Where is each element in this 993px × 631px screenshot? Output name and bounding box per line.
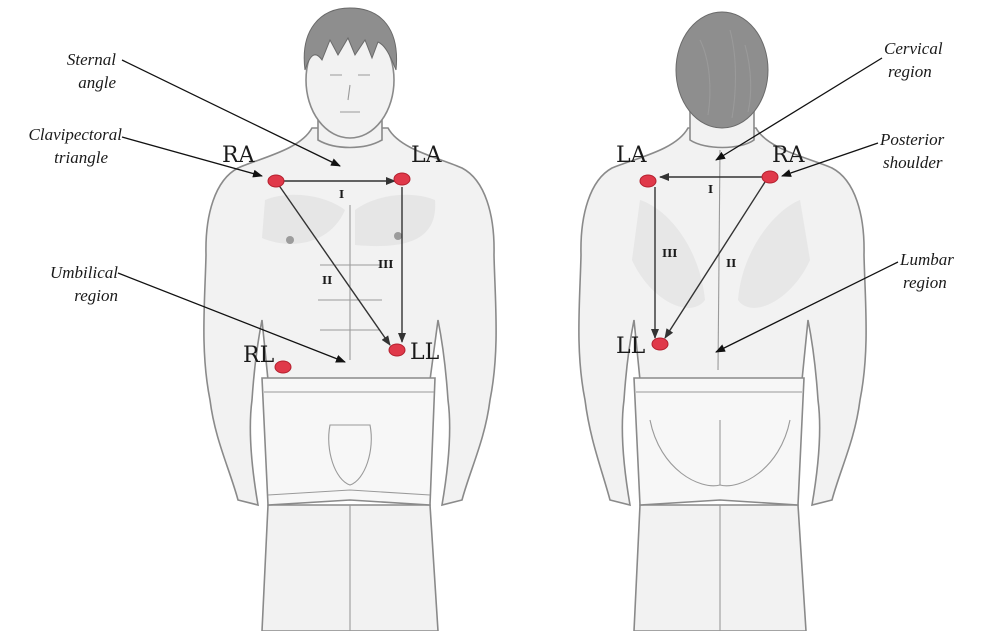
- posterior-shoulder-label-line2: shoulder: [883, 153, 943, 172]
- clavipectoral-label-line2: triangle: [54, 148, 108, 167]
- back-shorts: [634, 378, 804, 505]
- back-head: [676, 12, 768, 128]
- back-electrode-la: [640, 175, 656, 187]
- back-lead-1-label: I: [708, 183, 713, 196]
- front-lead-2-label: II: [322, 274, 332, 287]
- front-label-rl: RL: [243, 343, 275, 368]
- clavipectoral-label-line1: Clavipectoral: [29, 125, 123, 144]
- lumbar-label-line2: region: [903, 273, 947, 292]
- back-figure: [579, 12, 866, 631]
- back-electrode-ll: [652, 338, 668, 350]
- posterior-shoulder-label-line1: Posterior: [879, 130, 945, 149]
- front-label-ra: RA: [222, 143, 256, 168]
- front-electrode-ra: [268, 175, 284, 187]
- cervical-label-line2: region: [888, 62, 932, 81]
- back-label-la: LA: [616, 143, 648, 168]
- front-electrode-la: [394, 173, 410, 185]
- sternal-angle-label-line2: angle: [78, 73, 116, 92]
- front-lead-1-label: I: [339, 188, 344, 201]
- cervical-label-line1: Cervical: [884, 39, 943, 58]
- umbilical-label-line1: Umbilical: [50, 263, 118, 282]
- front-shorts: [262, 378, 435, 505]
- front-label-la: LA: [411, 143, 443, 168]
- front-electrode-rl: [275, 361, 291, 373]
- sternal-angle-label-line1: Sternal: [67, 50, 116, 69]
- front-lead-3-label: III: [378, 258, 393, 271]
- front-label-ll: LL: [410, 340, 440, 365]
- back-label-ll: LL: [616, 334, 646, 359]
- front-figure: [204, 8, 496, 631]
- front-electrode-ll: [389, 344, 405, 356]
- umbilical-label-line2: region: [74, 286, 118, 305]
- back-label-ra: RA: [772, 143, 806, 168]
- back-lead-2-label: II: [726, 257, 736, 270]
- back-lead-3-label: III: [662, 247, 677, 260]
- back-electrode-ra: [762, 171, 778, 183]
- lumbar-label-line1: Lumbar: [899, 250, 954, 269]
